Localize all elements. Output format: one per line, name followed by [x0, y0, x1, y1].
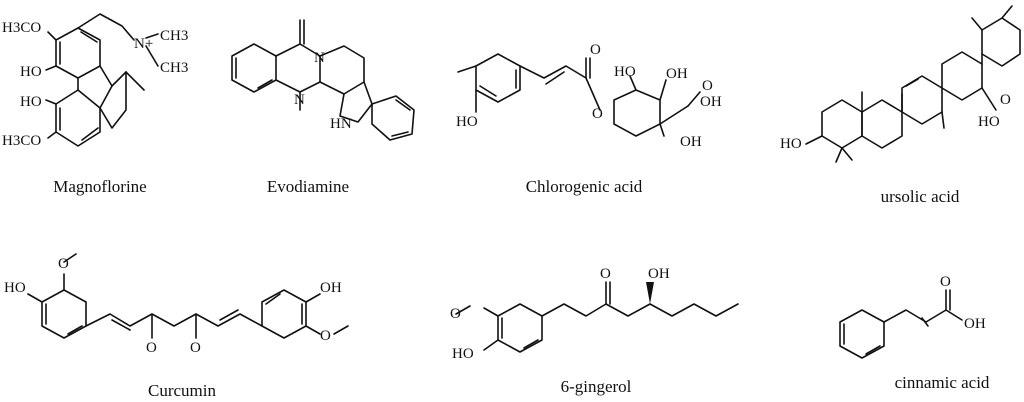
atom-label: O	[1000, 92, 1011, 108]
atom-label: O	[590, 42, 601, 58]
atom-label: OH	[666, 66, 688, 82]
atom-label: N+	[134, 36, 153, 52]
compound-name: ursolic acid	[881, 187, 960, 206]
curcumin-structure: O HO O O OH O Curcumin	[4, 253, 349, 400]
atom-label: O	[940, 274, 951, 290]
magnoflorine-structure: H3CO HO HO H3CO N+ CH3 CH3 Magnoflorine	[2, 13, 188, 196]
evodiamine-structure: N N HN Evodiamine	[231, 19, 415, 196]
atom-label: HO	[780, 136, 802, 152]
atom-label: O	[600, 266, 611, 282]
atom-label: HO	[452, 346, 474, 362]
atom-label: CH3	[160, 28, 188, 44]
atom-label: N	[314, 50, 325, 66]
atom-label: HO	[614, 64, 636, 80]
compound-name: cinnamic acid	[895, 373, 990, 392]
atom-label: O	[702, 78, 713, 94]
atom-label: CH3	[160, 60, 188, 76]
ursolic-acid-structure: HO HO O ursolic acid	[780, 5, 1021, 206]
atom-label: OH	[648, 266, 670, 282]
atom-label: HO	[4, 280, 26, 296]
atom-label: OH	[680, 134, 702, 150]
atom-label: O	[450, 306, 461, 322]
atom-label: O	[320, 328, 331, 344]
atom-label: H3CO	[2, 20, 41, 36]
atom-label: O	[190, 340, 201, 356]
atom-label: N	[294, 92, 305, 108]
atom-label: HO	[20, 64, 42, 80]
atom-label: OH	[320, 280, 342, 296]
compound-name: 6-gingerol	[561, 377, 632, 396]
atom-label: HO	[978, 114, 1000, 130]
atom-label: HN	[330, 116, 352, 132]
compound-name: Chlorogenic acid	[526, 177, 643, 196]
cinnamic-acid-structure: O OH cinnamic acid	[839, 274, 990, 392]
compound-name: Curcumin	[148, 381, 216, 400]
atom-label: H3CO	[2, 133, 41, 149]
atom-label: O	[592, 106, 603, 122]
atom-label: O	[146, 340, 157, 356]
atom-label: OH	[700, 94, 722, 110]
chlorogenic-acid-structure: HO O O HO OH OH OH O Chlorogenic acid	[456, 42, 722, 196]
atom-label: O	[58, 256, 69, 272]
compound-name: Evodiamine	[267, 177, 349, 196]
6-gingerol-structure: O HO O OH 6-gingerol	[450, 266, 739, 396]
atom-label: HO	[20, 94, 42, 110]
compound-name: Magnoflorine	[53, 177, 146, 196]
atom-label: OH	[964, 316, 986, 332]
atom-label: HO	[456, 114, 478, 130]
